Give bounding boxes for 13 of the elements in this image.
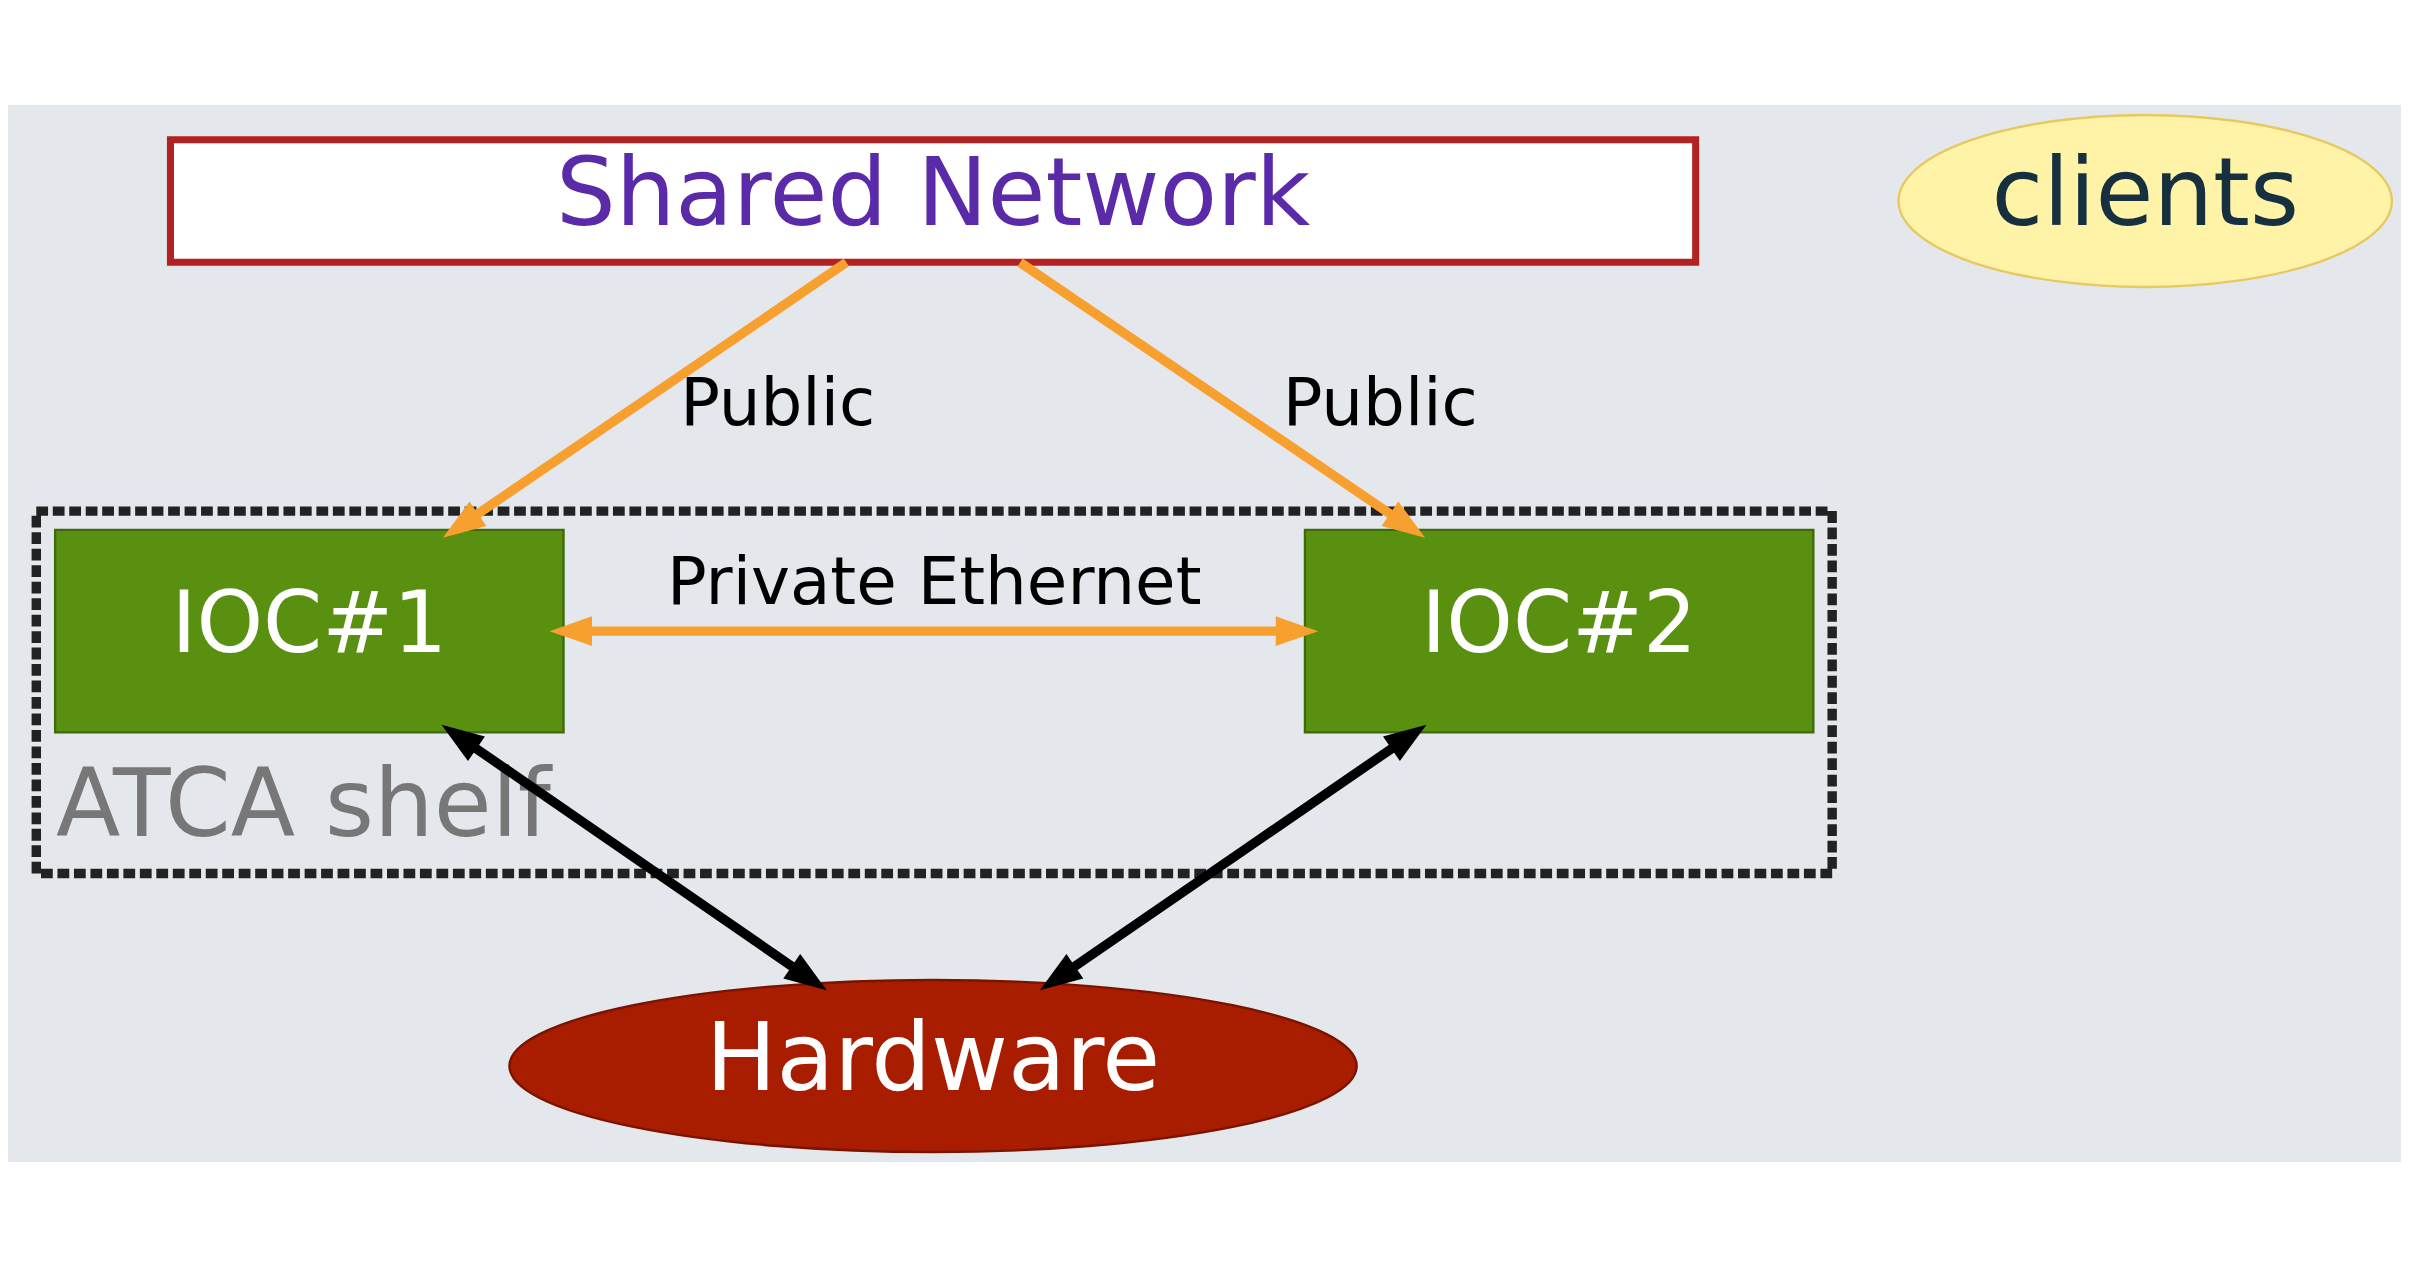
- node-ellipse: clients: [1897, 113, 2394, 288]
- edge-label: Private Ethernet: [666, 542, 1202, 620]
- arrow: [1017, 258, 1426, 538]
- arrow: [442, 258, 849, 538]
- edge-label: Public: [1282, 363, 1478, 441]
- arrow: [441, 724, 827, 990]
- node-box: IOC#1: [53, 528, 565, 734]
- node-box: Shared Network: [166, 135, 1700, 266]
- arrow: [549, 615, 1319, 646]
- node-ellipse: Hardware: [508, 978, 1358, 1153]
- node-box: IOC#2: [1303, 528, 1815, 734]
- arrow: [1039, 724, 1427, 990]
- edge-label: Public: [680, 363, 876, 441]
